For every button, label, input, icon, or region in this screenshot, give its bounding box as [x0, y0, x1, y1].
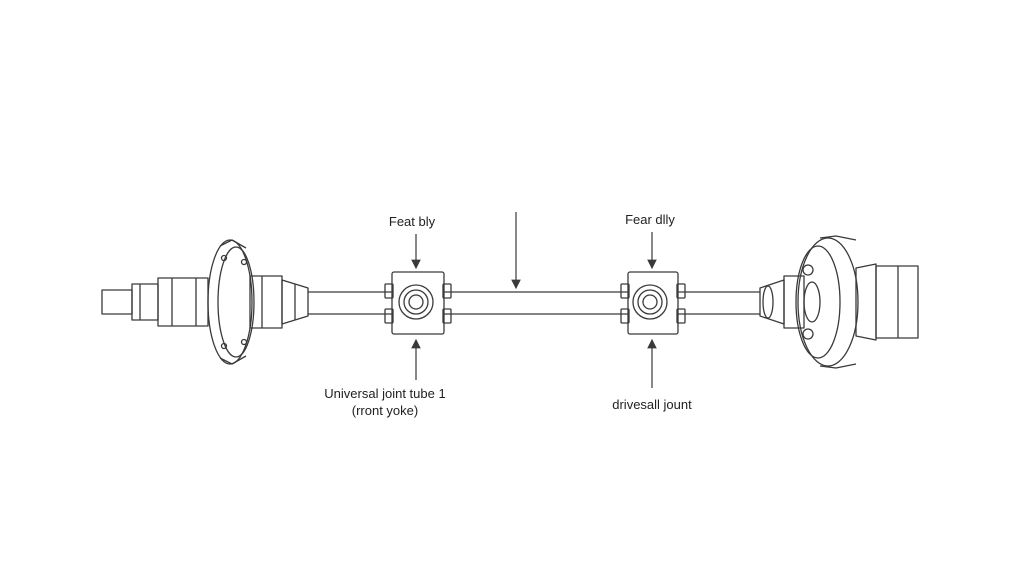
right-wheel: [797, 237, 859, 367]
label-bottom-left-line2: (rront yoke): [351, 403, 419, 418]
label-top-right: Fear dlly: [625, 212, 675, 227]
label-top-left: Feat bly: [388, 214, 436, 229]
right-universal-joint: [620, 271, 686, 335]
shaft-tube: [308, 291, 760, 315]
left-taper: [281, 279, 309, 325]
left-universal-joint: [384, 271, 452, 335]
right-joint-block: [627, 271, 679, 335]
label-bottom-right: drivesall jount: [612, 397, 692, 412]
left-joint-block: [391, 271, 445, 335]
left-flange: [207, 239, 253, 365]
left-stub-shaft: [101, 289, 133, 315]
callout-arrows: [411, 212, 657, 388]
right-end-assembly: [759, 235, 919, 369]
right-hub: [855, 263, 877, 341]
right-end-cap: [875, 265, 919, 339]
right-yoke: [783, 275, 805, 329]
left-yoke: [249, 275, 283, 329]
label-bottom-left-line1: Universal joint tube 1: [324, 386, 446, 401]
left-hub: [157, 277, 209, 327]
left-collar: [131, 283, 159, 321]
left-end-assembly: [101, 239, 309, 365]
